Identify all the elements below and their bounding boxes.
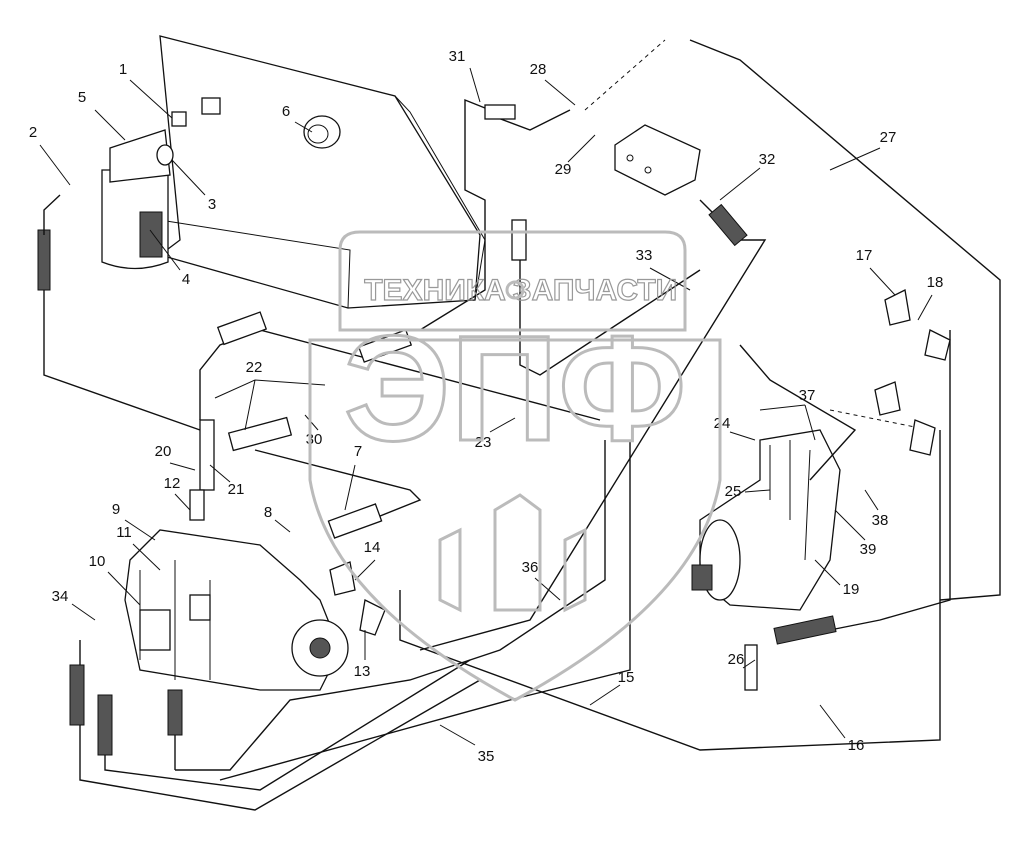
callout-6: 6 xyxy=(282,103,290,120)
hydraulic-motor xyxy=(691,429,841,611)
callout-33: 33 xyxy=(636,247,653,264)
callout-27: 27 xyxy=(880,129,897,146)
callout-37: 37 xyxy=(799,387,816,404)
watermark: ТЕХНИКА ЗАПЧАСТИ ЭПФ xyxy=(308,230,722,702)
callout-20: 20 xyxy=(155,443,172,460)
gear-icon xyxy=(505,280,525,300)
callout-11: 11 xyxy=(116,524,132,541)
callout-19: 19 xyxy=(843,581,860,598)
watermark-text-right: ЗАПЧАСТИ xyxy=(513,274,677,307)
callout-38: 38 xyxy=(872,512,889,529)
callout-labels: 1 2 3 4 5 6 7 8 9 10 11 12 13 14 15 16 1… xyxy=(29,48,944,765)
callout-39: 39 xyxy=(860,541,877,558)
callout-3: 3 xyxy=(208,196,216,213)
callout-17: 17 xyxy=(856,247,873,264)
callout-15: 15 xyxy=(618,669,635,686)
valve-block xyxy=(614,124,701,196)
callout-23: 23 xyxy=(475,434,492,451)
oil-filter xyxy=(101,97,221,270)
callout-36: 36 xyxy=(522,559,539,576)
callout-7: 7 xyxy=(354,443,362,460)
callout-32: 32 xyxy=(759,151,776,168)
callout-1: 1 xyxy=(119,61,127,78)
callout-18: 18 xyxy=(927,274,944,291)
callout-5: 5 xyxy=(78,89,86,106)
callout-4: 4 xyxy=(182,271,190,288)
callout-30: 30 xyxy=(306,431,323,448)
main-pump xyxy=(124,529,349,691)
callout-12: 12 xyxy=(164,475,181,492)
callout-34: 34 xyxy=(52,588,69,605)
callout-13: 13 xyxy=(354,663,371,680)
callout-28: 28 xyxy=(530,61,547,78)
leader-lines xyxy=(39,67,933,746)
callout-35: 35 xyxy=(478,748,495,765)
callout-14: 14 xyxy=(364,539,381,556)
callout-2: 2 xyxy=(29,124,37,141)
callout-22: 22 xyxy=(246,359,263,376)
callout-21: 21 xyxy=(228,481,245,498)
callout-31: 31 xyxy=(449,48,466,65)
callout-10: 10 xyxy=(89,553,106,570)
watermark-text-left: ТЕХНИКА xyxy=(364,274,506,307)
callout-9: 9 xyxy=(112,501,120,518)
callout-26: 26 xyxy=(728,651,745,668)
hydraulic-tank xyxy=(158,35,486,309)
callout-25: 25 xyxy=(725,483,742,500)
callout-8: 8 xyxy=(264,504,272,521)
watermark-logo: ЭПФ xyxy=(344,304,687,472)
callout-16: 16 xyxy=(848,737,865,754)
callout-29: 29 xyxy=(555,161,572,178)
callout-24: 24 xyxy=(714,415,731,432)
